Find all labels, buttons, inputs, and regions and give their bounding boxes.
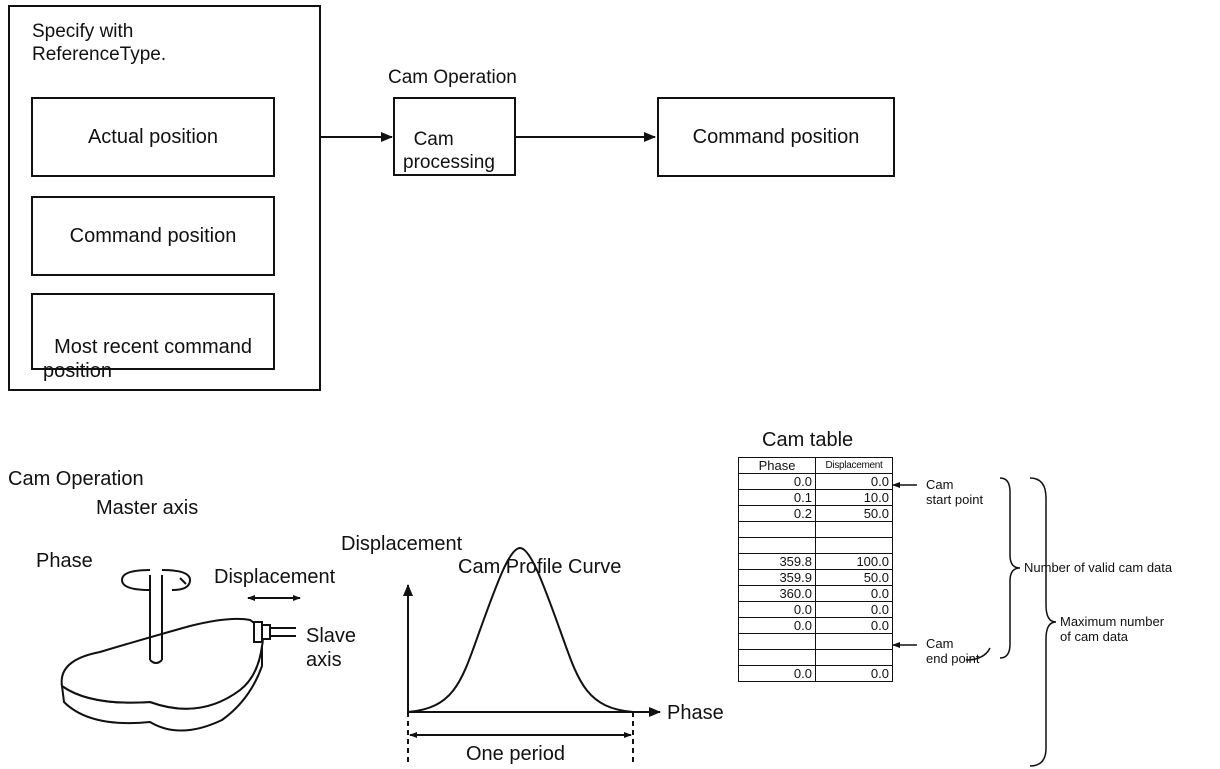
cell-phase: 359.8 — [738, 553, 816, 570]
cam-end-label: Cam end point — [926, 636, 980, 666]
cam-start-label: Cam start point — [926, 477, 984, 507]
master-axis-label: Master axis — [96, 497, 199, 519]
source-command-position: Command position — [31, 196, 275, 276]
cell-phase: 359.9 — [738, 569, 816, 586]
profile-title: Cam Profile Curve — [458, 556, 622, 578]
cell-phase — [738, 521, 816, 538]
table-row — [738, 633, 893, 650]
cell-displacement: 0.0 — [815, 665, 893, 682]
cell-displacement: 0.0 — [815, 585, 893, 602]
table-header-row: Phase Displacement — [738, 457, 893, 474]
cell-phase: 0.0 — [738, 617, 816, 634]
command-position-output: Command position — [657, 97, 895, 177]
header-phase: Phase — [738, 457, 816, 474]
max-cam-data-label: Maximum number of cam data — [1060, 614, 1165, 644]
cell-phase: 0.2 — [738, 505, 816, 522]
y-axis-label: Displacement — [341, 533, 463, 555]
source-label: Command position — [69, 225, 237, 247]
cell-phase: 0.0 — [738, 601, 816, 618]
cell-displacement — [815, 649, 893, 666]
source-label: Actual position — [87, 126, 219, 148]
cam-processing-label: Cam processing — [403, 129, 495, 173]
table-row — [738, 521, 893, 538]
rotation-arrow-icon — [120, 569, 192, 591]
cell-displacement: 0.0 — [815, 473, 893, 490]
cell-phase: 360.0 — [738, 585, 816, 602]
cell-displacement: 50.0 — [815, 569, 893, 586]
x-axis-label: Phase — [667, 702, 724, 724]
cell-displacement — [815, 633, 893, 650]
cam-operation-title: Cam Operation — [8, 468, 144, 490]
header-displacement: Displacement — [815, 457, 893, 474]
slave-axis-label: Slave axis — [306, 625, 357, 671]
cell-phase — [738, 649, 816, 666]
source-label: Most recent command position — [43, 336, 252, 382]
cell-displacement — [815, 521, 893, 538]
source-most-recent-command-position: Most recent command position — [31, 293, 275, 382]
valid-cam-data-label: Number of valid cam data — [1024, 560, 1173, 575]
output-label: Command position — [692, 126, 860, 148]
cell-phase — [738, 537, 816, 554]
cell-displacement: 0.0 — [815, 601, 893, 618]
source-actual-position: Actual position — [31, 97, 275, 177]
table-row — [738, 649, 893, 666]
period-label: One period — [466, 743, 565, 765]
cell-phase — [738, 633, 816, 650]
cell-displacement: 10.0 — [815, 489, 893, 506]
displacement-label: Displacement — [214, 566, 336, 588]
table-annotations — [892, 477, 1057, 767]
cam-operation-label: Cam Operation — [388, 67, 517, 88]
cam-profile-plot — [403, 546, 661, 765]
cell-phase: 0.0 — [738, 665, 816, 682]
phase-label: Phase — [36, 550, 93, 572]
cam-mechanism — [60, 575, 296, 732]
brace-max-cam-data — [1029, 477, 1057, 767]
brace-valid-cam-data — [999, 477, 1021, 659]
cell-phase: 0.1 — [738, 489, 816, 506]
cell-displacement — [815, 537, 893, 554]
cell-displacement: 100.0 — [815, 553, 893, 570]
group-label: Specify with ReferenceType. — [32, 21, 167, 65]
cam-end-leader — [965, 647, 991, 661]
cam-profile-curve — [407, 546, 634, 713]
table-row — [738, 537, 893, 554]
cell-displacement: 0.0 — [815, 617, 893, 634]
cam-table-title: Cam table — [762, 429, 854, 451]
cell-displacement: 50.0 — [815, 505, 893, 522]
cell-phase: 0.0 — [738, 473, 816, 490]
cam-processing-box: Cam processing — [393, 97, 516, 176]
